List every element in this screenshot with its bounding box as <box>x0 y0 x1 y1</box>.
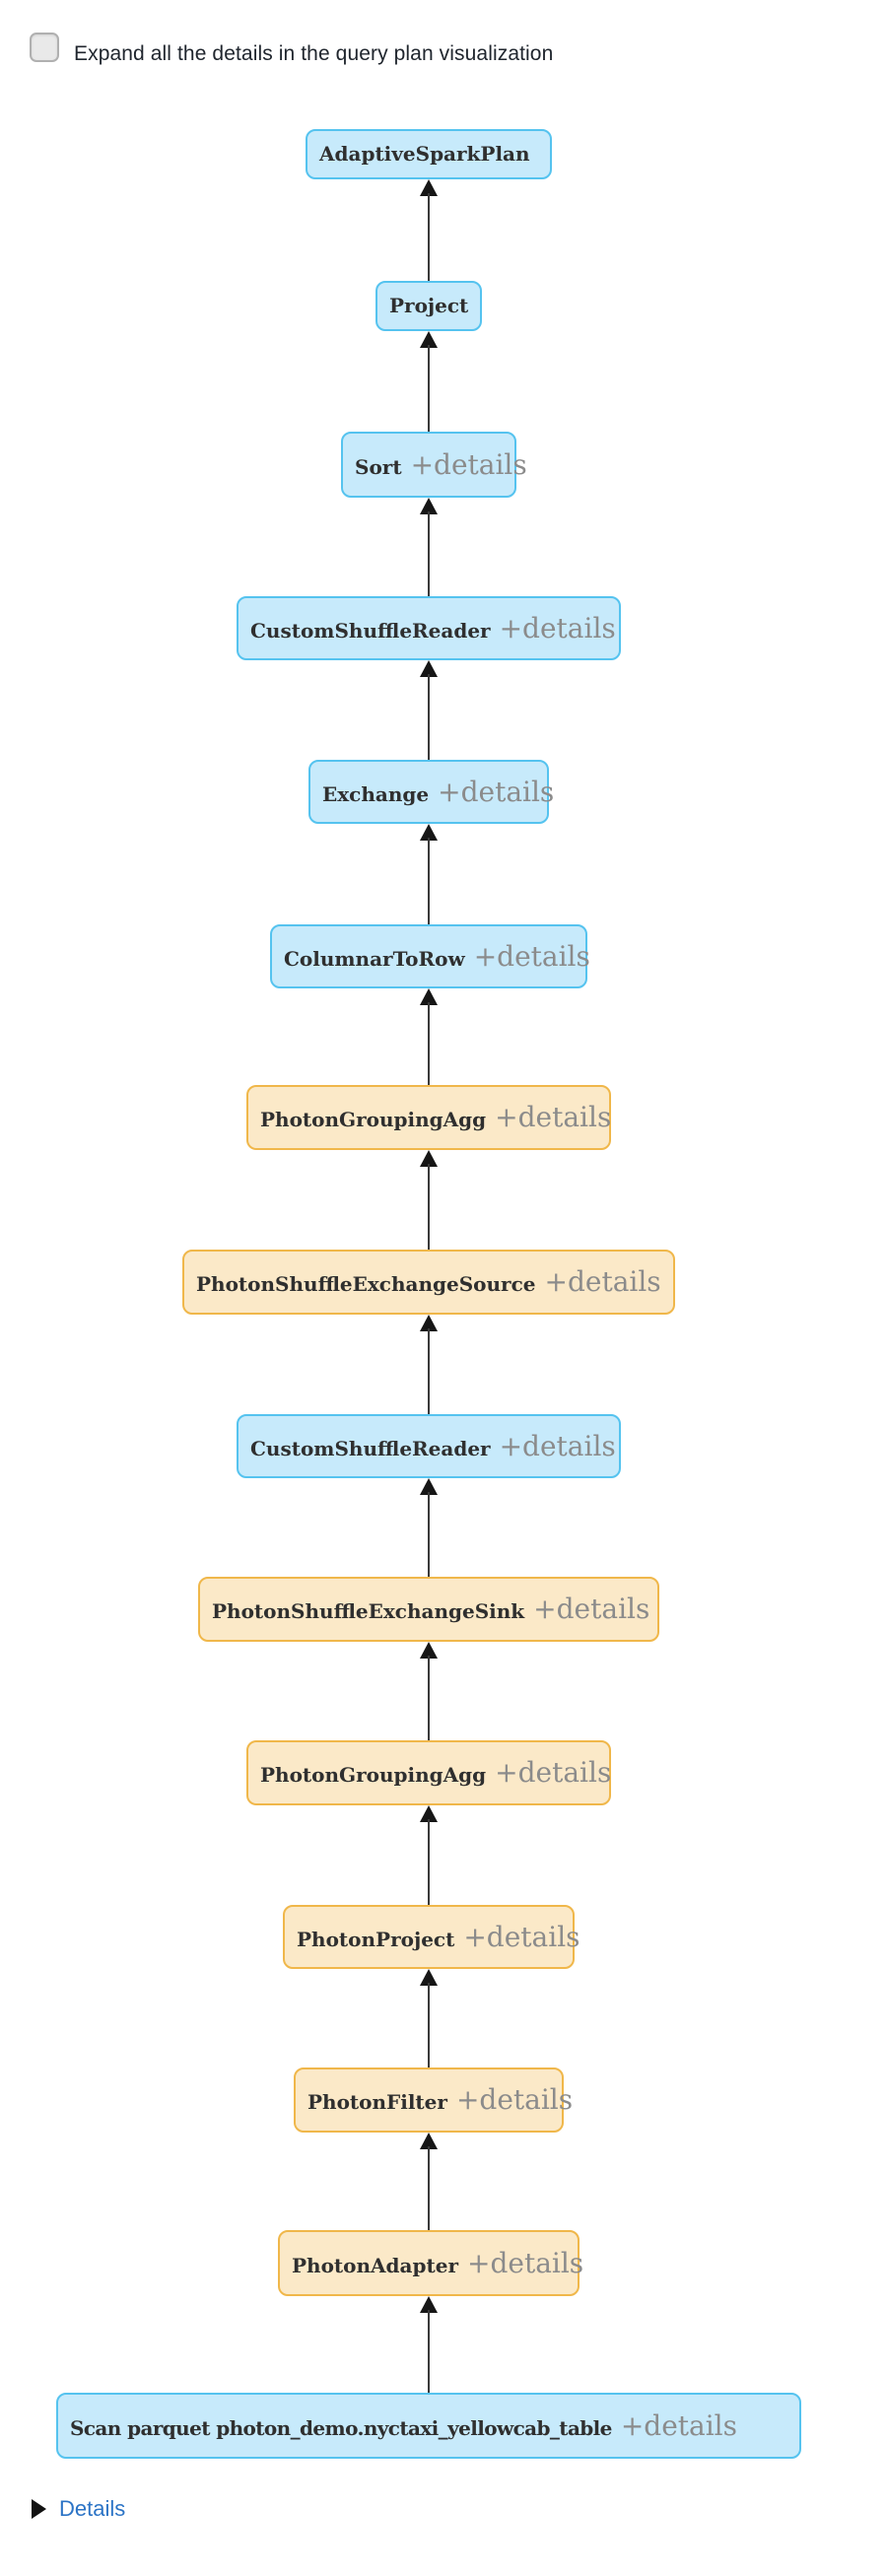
node-details-link[interactable]: +details <box>438 775 555 808</box>
node-name-label: Exchange <box>322 781 430 806</box>
node-label: PhotonProject +details <box>297 1920 580 1953</box>
node-name-label: Scan parquet photon_demo.nyctaxi_yellowc… <box>70 2415 612 2440</box>
plan-node-scan-parquet-photon-demo-nyctaxi-yellowcab-table[interactable]: Scan parquet photon_demo.nyctaxi_yellowc… <box>56 2393 801 2459</box>
edge-arrowhead-up-icon <box>420 824 438 841</box>
plan-node-customshufflereader[interactable]: CustomShuffleReader +details <box>237 596 621 660</box>
node-label: Sort +details <box>355 447 527 481</box>
node-label: Exchange +details <box>322 775 555 808</box>
node-label: PhotonShuffleExchangeSink +details <box>212 1595 649 1623</box>
node-name-label: PhotonShuffleExchangeSink <box>212 1599 525 1623</box>
node-label: CustomShuffleReader +details <box>250 611 616 644</box>
details-toggle[interactable]: Details <box>32 2498 125 2520</box>
edge-arrowhead-up-icon <box>420 2296 438 2313</box>
edge-arrowhead-up-icon <box>420 660 438 677</box>
node-details-link[interactable]: +details <box>473 939 590 973</box>
node-details-link[interactable]: +details <box>620 2408 737 2442</box>
node-name-label: PhotonProject <box>297 1927 455 1951</box>
edge-arrowhead-up-icon <box>420 988 438 1005</box>
node-label: PhotonFilter +details <box>307 2086 573 2114</box>
node-label: ColumnarToRow +details <box>284 939 590 973</box>
node-name-label: AdaptiveSparkPlan <box>319 142 530 166</box>
edge-line <box>428 1492 430 1579</box>
node-label: AdaptiveSparkPlan <box>319 144 530 165</box>
edge-line <box>428 1656 430 1742</box>
edge-line <box>428 1819 430 1907</box>
expand-details-checkbox[interactable] <box>30 33 59 62</box>
node-label: Scan parquet photon_demo.nyctaxi_yellowc… <box>70 2408 737 2442</box>
node-details-link[interactable]: +details <box>533 1593 650 1625</box>
plan-node-project: Project <box>375 281 482 331</box>
node-label: PhotonGroupingAgg +details <box>260 1759 611 1787</box>
node-details-link[interactable]: +details <box>463 1920 580 1953</box>
edge-line <box>428 511 430 598</box>
node-label: PhotonAdapter +details <box>292 2246 584 2279</box>
plan-node-columnartorow[interactable]: ColumnarToRow +details <box>270 924 590 988</box>
edge-arrowhead-up-icon <box>420 1150 438 1167</box>
expand-details-control: Expand all the details in the query plan… <box>30 33 553 64</box>
node-label: CustomShuffleReader +details <box>250 1429 616 1462</box>
edge-arrowhead-up-icon <box>420 1969 438 1986</box>
plan-node-photonadapter[interactable]: PhotonAdapter +details <box>278 2230 584 2296</box>
collapsed-triangle-icon <box>32 2499 46 2519</box>
edge-line <box>428 1328 430 1416</box>
edge-line <box>428 1002 430 1087</box>
plan-node-photonshuffleexchangesink[interactable]: PhotonShuffleExchangeSink +details <box>198 1577 659 1642</box>
plan-node-exchange[interactable]: Exchange +details <box>308 760 554 824</box>
node-name-label: CustomShuffleReader <box>250 618 491 643</box>
node-label: Project <box>389 296 468 316</box>
plan-node-sort[interactable]: Sort +details <box>341 432 527 498</box>
expand-details-label: Expand all the details in the query plan… <box>74 42 554 65</box>
node-details-link[interactable]: +details <box>499 1429 616 1462</box>
node-label: PhotonGroupingAgg +details <box>260 1104 611 1131</box>
edge-arrowhead-up-icon <box>420 331 438 348</box>
edge-arrowhead-up-icon <box>420 1805 438 1822</box>
node-name-label: ColumnarToRow <box>284 946 465 971</box>
plan-node-photonproject[interactable]: PhotonProject +details <box>283 1905 580 1969</box>
edge-line <box>428 2146 430 2232</box>
node-details-link[interactable]: +details <box>495 1101 612 1133</box>
plan-node-adaptivesparkplan: AdaptiveSparkPlan <box>306 129 552 179</box>
node-name-label: PhotonGroupingAgg <box>260 1763 487 1787</box>
edge-line <box>428 674 430 762</box>
node-details-link[interactable]: +details <box>455 2083 574 2116</box>
node-name-label: PhotonAdapter <box>292 2253 458 2277</box>
edge-arrowhead-up-icon <box>420 1315 438 1331</box>
edge-arrowhead-up-icon <box>420 1478 438 1495</box>
plan-node-photonshuffleexchangesource[interactable]: PhotonShuffleExchangeSource +details <box>182 1250 675 1315</box>
edge-line <box>428 345 430 434</box>
edge-line <box>428 193 430 283</box>
plan-node-photongroupingagg[interactable]: PhotonGroupingAgg +details <box>246 1085 611 1150</box>
edge-line <box>428 838 430 926</box>
plan-node-photongroupingagg[interactable]: PhotonGroupingAgg +details <box>246 1740 611 1805</box>
node-details-link[interactable]: +details <box>466 2246 584 2279</box>
node-details-link[interactable]: +details <box>410 447 527 481</box>
node-details-link[interactable]: +details <box>499 611 616 644</box>
node-details-link[interactable]: +details <box>495 1756 612 1789</box>
plan-node-customshufflereader[interactable]: CustomShuffleReader +details <box>237 1414 621 1478</box>
edge-arrowhead-up-icon <box>420 2133 438 2149</box>
edge-arrowhead-up-icon <box>420 498 438 514</box>
node-details-link[interactable]: +details <box>544 1265 661 1298</box>
details-link[interactable]: Details <box>59 2496 126 2521</box>
edge-line <box>428 2310 430 2395</box>
edge-line <box>428 1983 430 2069</box>
node-name-label: Project <box>389 294 469 317</box>
node-name-label: PhotonShuffleExchangeSource <box>196 1272 536 1296</box>
node-name-label: PhotonFilter <box>307 2090 447 2114</box>
edge-arrowhead-up-icon <box>420 179 438 196</box>
plan-node-photonfilter[interactable]: PhotonFilter +details <box>294 2068 573 2133</box>
node-name-label: Sort <box>355 454 402 479</box>
node-name-label: CustomShuffleReader <box>250 1436 491 1460</box>
node-name-label: PhotonGroupingAgg <box>260 1108 487 1131</box>
edge-arrowhead-up-icon <box>420 1642 438 1659</box>
node-label: PhotonShuffleExchangeSource +details <box>196 1268 661 1296</box>
edge-line <box>428 1164 430 1252</box>
